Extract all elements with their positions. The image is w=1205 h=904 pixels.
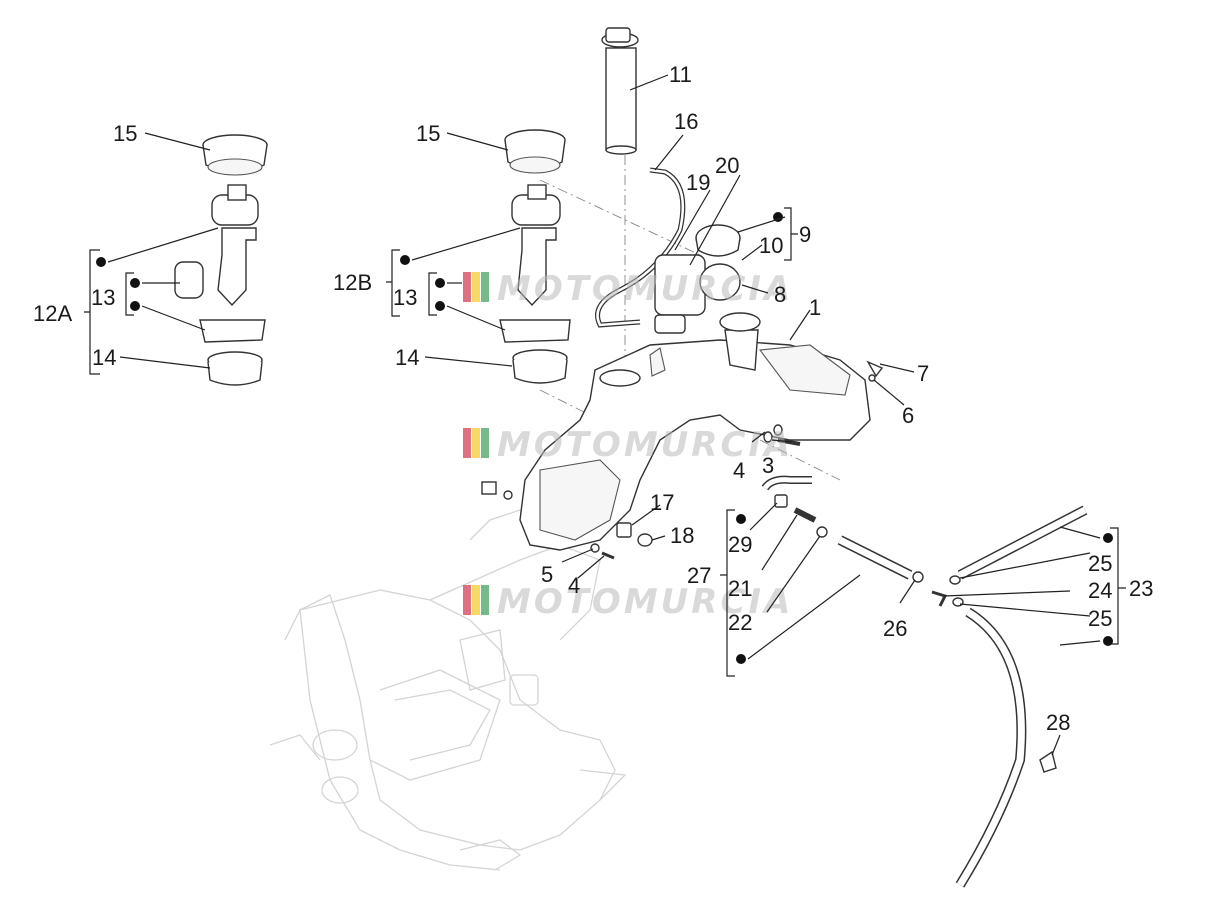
callout-17: 17 xyxy=(650,490,674,515)
dot-23-bottom xyxy=(1103,636,1113,646)
callout-dots xyxy=(96,212,1113,664)
callout-20: 20 xyxy=(715,153,739,178)
bracket-9 xyxy=(784,207,798,261)
callout-19: 19 xyxy=(686,170,710,195)
callout-27: 27 xyxy=(687,563,711,588)
bracket-27 xyxy=(720,509,735,677)
callout-22: 22 xyxy=(728,610,752,635)
fuel-hose-assembly xyxy=(595,167,706,334)
watermark-flag-yellow xyxy=(472,428,480,458)
watermark-3: MOTOMURCIA xyxy=(463,582,793,622)
callout-26: 26 xyxy=(883,616,907,641)
watermark-flag-yellow xyxy=(472,272,480,302)
callout-25b: 25 xyxy=(1088,606,1112,631)
callout-8: 8 xyxy=(774,282,786,307)
fuel-pump-assembly-12a xyxy=(174,134,268,386)
dot-13a-filter xyxy=(130,278,140,288)
callout-15b: 15 xyxy=(416,121,440,146)
callout-23: 23 xyxy=(1129,576,1153,601)
callout-9: 9 xyxy=(799,222,811,247)
breather-hose-assembly xyxy=(761,475,1088,888)
callout-25a: 25 xyxy=(1088,551,1112,576)
scooter-frame-outline xyxy=(269,509,627,871)
dot-12a-pump xyxy=(96,257,106,267)
dot-12b-pump xyxy=(400,255,410,265)
fuel-cap-assembly xyxy=(695,224,741,301)
callout-12a: 12A xyxy=(33,301,72,326)
fuel-pump-assembly-12b xyxy=(499,129,571,384)
callout-24: 24 xyxy=(1088,578,1112,603)
dot-27-top xyxy=(736,514,746,524)
callout-29: 29 xyxy=(728,532,752,557)
callout-21: 21 xyxy=(728,576,752,601)
bracket-12b xyxy=(386,249,400,317)
callout-labels: 15 12A 13 14 15 12B 13 14 11 16 19 20 9 … xyxy=(33,62,1153,735)
watermark-text: MOTOMURCIA xyxy=(497,425,793,465)
watermark-flag-green xyxy=(481,585,489,615)
watermark-text: MOTOMURCIA xyxy=(497,582,793,622)
callout-14b: 14 xyxy=(395,345,419,370)
dot-13a-plate xyxy=(130,301,140,311)
callout-10: 10 xyxy=(759,233,783,258)
watermark-1: MOTOMURCIA xyxy=(463,269,793,309)
dot-23-top xyxy=(1103,533,1113,543)
callout-3: 3 xyxy=(762,453,774,478)
callout-28: 28 xyxy=(1046,710,1070,735)
callout-6: 6 xyxy=(902,403,914,428)
callout-12b: 12B xyxy=(333,270,372,295)
bracket-13a xyxy=(125,272,134,316)
callout-13a: 13 xyxy=(91,285,115,310)
callout-14a: 14 xyxy=(92,345,116,370)
bracket-23 xyxy=(1110,527,1126,645)
callout-5: 5 xyxy=(541,562,553,587)
fasteners xyxy=(481,360,884,560)
fuel-tank xyxy=(519,312,871,551)
leader-lines xyxy=(107,74,1101,756)
callout-4b: 4 xyxy=(568,573,580,598)
callout-4a: 4 xyxy=(733,458,745,483)
bracket-13b xyxy=(428,272,437,316)
callout-18: 18 xyxy=(670,523,694,548)
watermark-text: MOTOMURCIA xyxy=(497,269,793,309)
watermark-flag-red xyxy=(463,585,471,615)
callout-11: 11 xyxy=(669,62,692,87)
watermark-flag-green xyxy=(481,428,489,458)
callout-brackets xyxy=(84,207,1126,677)
fuel-level-sensor xyxy=(601,27,639,155)
watermark-flag-green xyxy=(481,272,489,302)
dot-13b-plate xyxy=(435,301,445,311)
watermark-flag-yellow xyxy=(472,585,480,615)
callout-13b: 13 xyxy=(393,285,417,310)
watermark-2: MOTOMURCIA xyxy=(463,425,793,465)
bracket-12a xyxy=(84,249,100,375)
callout-15a: 15 xyxy=(113,121,137,146)
dot-13b-filter xyxy=(435,278,445,288)
watermark-flag-red xyxy=(463,272,471,302)
callout-7: 7 xyxy=(917,361,929,386)
callout-1: 1 xyxy=(809,295,821,320)
callout-16: 16 xyxy=(674,109,698,134)
watermark-flag-red xyxy=(463,428,471,458)
dot-27-bottom xyxy=(736,654,746,664)
